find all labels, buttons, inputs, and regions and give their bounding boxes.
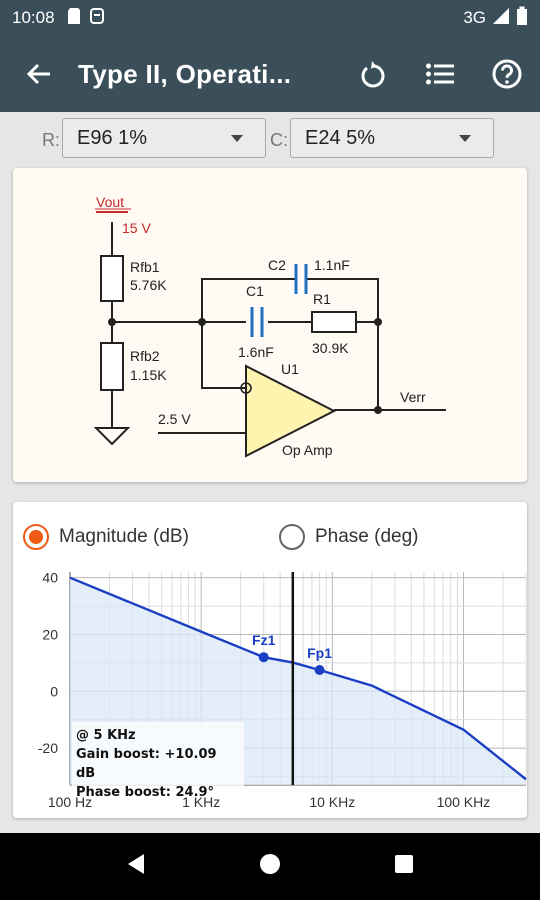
schematic-diagram: Vout 15 V Rfb1 5.76K Rfb2 1.15K C1 1.6nF… [93,194,446,458]
refresh-icon [361,61,384,88]
y-tick-label: 0 [50,683,58,699]
op-amp-label: Op Amp [282,442,333,458]
c2-name: C2 [268,257,286,273]
rfb1-value: 5.76K [130,277,167,293]
mode-phase[interactable]: Phase (deg) [279,524,419,550]
y-tick-label: 40 [42,570,58,586]
magnitude-label: Magnitude (dB) [59,526,189,547]
readout-phase: Phase boost: 24.9° [76,785,215,800]
marker-fz1 [258,652,269,663]
page-title: Type II, Operati... [78,58,292,89]
phase-label: Phase (deg) [315,526,419,547]
r1-resistor [311,311,357,333]
c-series-select[interactable]: E24 5% [290,118,494,158]
c-series-label: C: [270,130,288,150]
r-series-value: E96 1% [77,127,148,149]
c1-value: 1.6nF [238,344,274,360]
r1-name: R1 [313,291,331,307]
r-series-label: R: [42,130,60,150]
sd-card-icon [67,7,81,30]
status-time: 10:08 [12,8,55,27]
marker-label: Fp1 [307,645,332,661]
network-type: 3G [463,8,486,27]
r1-value: 30.9K [312,340,349,356]
circle-home-icon [259,854,280,874]
u1-label: U1 [281,361,299,377]
list-icon [425,63,454,85]
phase-radio[interactable] [279,524,305,550]
signal-icon [492,7,510,30]
schematic-card: Vout 15 V Rfb1 5.76K Rfb2 1.15K C1 1.6nF… [13,168,527,482]
marker-label: Fz1 [252,632,276,648]
rfb2-resistor [100,342,124,391]
readout-gain: Gain boost: +10.09 dB [76,747,217,781]
vout-label: Vout [96,194,124,210]
mode-magnitude[interactable]: Magnitude (dB) [23,524,189,550]
magnitude-radio[interactable] [23,524,49,550]
supply-voltage-label: 15 V [122,220,151,236]
notification-icon [89,7,105,30]
rfb1-name: Rfb1 [130,259,160,275]
rfb1-resistor [100,255,124,302]
back-button[interactable] [0,36,78,112]
x-tick-label: 100 Hz [48,794,92,810]
rfb2-value: 1.15K [130,367,167,383]
x-tick-label: 100 KHz [437,794,491,810]
c1-capacitor [250,307,264,337]
nav-back-button[interactable] [126,853,146,880]
help-icon [492,59,521,89]
x-tick-label: 10 KHz [309,794,355,810]
marker-fp1 [314,664,325,675]
y-tick-label: 20 [42,626,58,642]
reset-button[interactable] [339,36,406,112]
vref-label: 2.5 V [158,411,191,427]
verr-label: Verr [400,389,426,405]
magnitude-curve [69,576,527,781]
c1-name: C1 [246,283,264,299]
c2-value: 1.1nF [314,257,350,273]
c-series-value: E24 5% [305,127,376,149]
c2-capacitor [294,264,308,294]
app-bar: Type II, Operati... [0,36,540,112]
y-tick-label: -20 [38,740,58,756]
nav-recents-button[interactable] [394,854,414,879]
list-button[interactable] [406,36,473,112]
series-selectors: R: E96 1% C: E24 5% [0,112,540,166]
system-nav-bar [0,833,540,900]
rfb2-name: Rfb2 [130,348,160,364]
status-bar: 10:08 3G [0,0,540,36]
square-recents-icon [394,855,413,873]
triangle-back-icon [128,854,145,874]
chevron-down-icon [459,135,471,142]
op-amp-symbol [245,364,337,458]
battery-icon [516,6,528,31]
x-tick-label: 1 KHz [182,794,220,810]
r-series-select[interactable]: E96 1% [62,118,266,158]
chevron-down-icon [231,135,243,142]
nav-home-button[interactable] [259,853,281,880]
readout-frequency: @ 5 KHz [76,728,136,743]
cursor-readout: @ 5 KHz Gain boost: +10.09 dB Phase boos… [72,722,244,800]
arrow-back-icon [26,63,50,85]
help-button[interactable] [473,36,540,112]
